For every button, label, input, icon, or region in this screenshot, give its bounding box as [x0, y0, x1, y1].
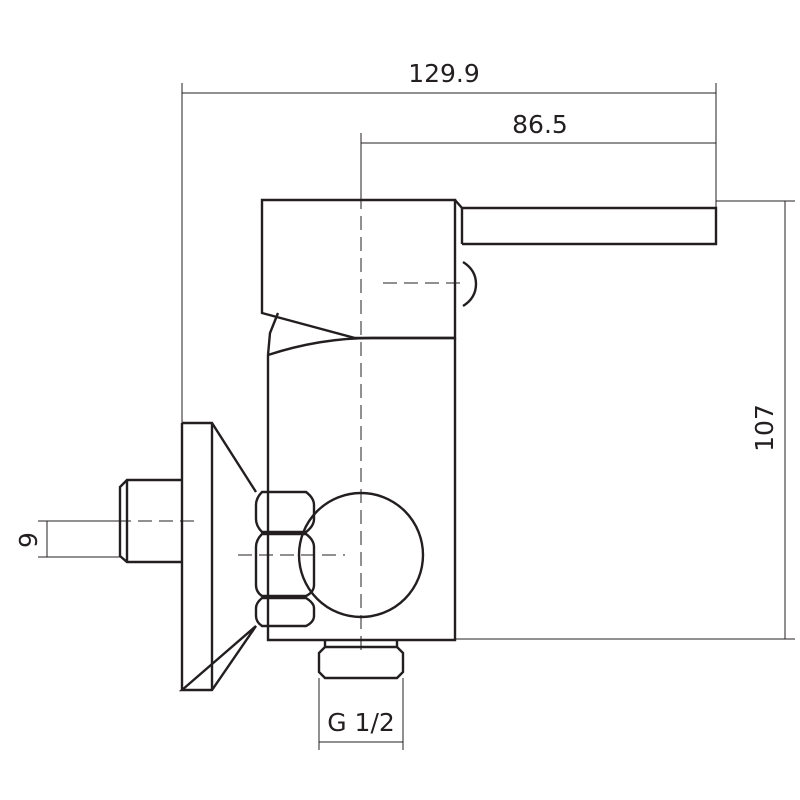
- dimension-label-height: 107: [750, 404, 779, 452]
- center-lines: [96, 195, 465, 650]
- inlet-eccentric: [118, 478, 182, 564]
- hex-nut: [254, 490, 316, 628]
- dimension-label-thread: G 1/2: [327, 708, 395, 737]
- wall-flange: [178, 421, 258, 692]
- dimension-overall-width: 129.9: [181, 59, 717, 430]
- dimension-lever-width: 86.5: [360, 110, 716, 200]
- lever-handle: [260, 198, 718, 340]
- dimension-label-lever-width: 86.5: [512, 110, 568, 139]
- mixer-body: [266, 355, 457, 642]
- dimension-height: 107: [455, 200, 795, 640]
- dimension-offset: 9: [14, 520, 120, 558]
- outlet-thread: [317, 640, 405, 680]
- spherical-joint: [297, 491, 425, 619]
- dimension-thread: G 1/2: [318, 678, 404, 750]
- cartridge-neck: [266, 312, 457, 357]
- dimension-label-offset: 9: [14, 532, 43, 548]
- dimension-label-overall-width: 129.9: [408, 59, 480, 88]
